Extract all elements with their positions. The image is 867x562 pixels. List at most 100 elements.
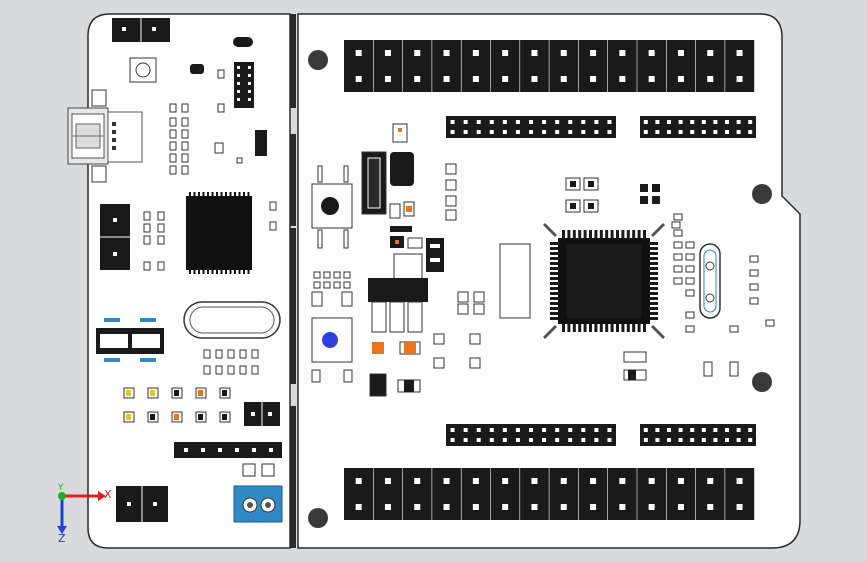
header-body bbox=[640, 116, 756, 138]
header-pin bbox=[619, 504, 626, 510]
smd-resistor bbox=[181, 103, 189, 113]
mcu-pin bbox=[610, 324, 614, 332]
header-pin bbox=[542, 120, 547, 124]
smd-resistor bbox=[157, 235, 165, 245]
header-pin bbox=[736, 504, 743, 510]
smd-resistor bbox=[157, 261, 165, 271]
header-pin bbox=[463, 130, 468, 134]
header-pin bbox=[667, 438, 671, 442]
header-pin bbox=[529, 438, 533, 442]
header-pin bbox=[677, 504, 684, 510]
smd-resistor bbox=[749, 297, 759, 305]
led-row bbox=[123, 349, 259, 423]
smd-resistor bbox=[685, 253, 695, 261]
ic-pin bbox=[198, 192, 200, 197]
header-pin bbox=[590, 76, 597, 82]
header-pin bbox=[713, 428, 718, 432]
header-pin bbox=[643, 120, 648, 124]
header-pin bbox=[678, 428, 683, 432]
header-pin bbox=[690, 130, 695, 134]
header-pin bbox=[581, 120, 586, 124]
mcu-pin bbox=[650, 277, 658, 280]
mcu-pin bbox=[550, 317, 558, 320]
smd-resistor bbox=[749, 269, 759, 277]
top-pin-header bbox=[344, 40, 755, 92]
header-pin bbox=[725, 120, 729, 124]
mcu-pin bbox=[610, 230, 614, 238]
mcu-pin bbox=[550, 292, 558, 295]
header-pin bbox=[736, 478, 743, 484]
header-pin bbox=[355, 76, 362, 82]
header-pin bbox=[502, 130, 507, 134]
tact-switch-user bbox=[311, 291, 353, 383]
mounting-hole-tl bbox=[308, 50, 328, 70]
header-pin bbox=[450, 438, 455, 442]
mcu-pin bbox=[650, 242, 658, 245]
smd-resistor bbox=[181, 129, 189, 139]
mcu-pin bbox=[650, 247, 658, 250]
mid-header-bottom-left bbox=[446, 424, 616, 446]
header-pin bbox=[736, 130, 741, 134]
header-pin bbox=[443, 504, 450, 510]
header-pin bbox=[384, 76, 391, 82]
header-pin bbox=[677, 76, 684, 82]
quad-pad-part bbox=[640, 184, 660, 204]
mcu-pin bbox=[650, 312, 658, 315]
small-ic bbox=[255, 130, 267, 156]
smd-resistor bbox=[749, 283, 759, 291]
smd-pad bbox=[323, 281, 331, 289]
mcu-pin bbox=[550, 282, 558, 285]
header-pin bbox=[531, 50, 538, 56]
mounting-hole-r2 bbox=[752, 372, 772, 392]
smd-cap bbox=[469, 333, 481, 345]
ic-pin bbox=[229, 269, 232, 274]
led-oval bbox=[233, 37, 253, 47]
mcu-pin bbox=[650, 307, 658, 310]
mcu-pin bbox=[550, 267, 558, 270]
header-pin bbox=[655, 438, 660, 442]
smd-led bbox=[239, 365, 247, 375]
smd-resistor bbox=[269, 221, 277, 231]
header-pin bbox=[594, 120, 599, 124]
header-pin bbox=[502, 120, 507, 124]
led-die bbox=[150, 414, 155, 420]
header-pin bbox=[555, 120, 560, 124]
smd-resistor bbox=[169, 103, 177, 113]
header-pin bbox=[736, 50, 743, 56]
six-pin-header bbox=[174, 442, 282, 458]
mcu-pin bbox=[632, 324, 636, 332]
header-pin bbox=[450, 120, 455, 124]
ic-pin bbox=[189, 269, 191, 274]
smd-resistor bbox=[673, 277, 683, 285]
header-pin bbox=[581, 428, 586, 432]
mcu-pin bbox=[605, 324, 609, 332]
mcu-corner-marks bbox=[542, 222, 666, 340]
ic-pin bbox=[198, 269, 200, 274]
mcu-pin bbox=[550, 312, 558, 315]
header-pin bbox=[542, 438, 547, 442]
header-pin bbox=[560, 478, 567, 484]
header-pin bbox=[619, 478, 626, 484]
mcu-pin bbox=[550, 242, 558, 245]
header-pin bbox=[581, 130, 586, 134]
header-pin bbox=[701, 120, 706, 124]
header-pin bbox=[184, 448, 188, 452]
header-pin bbox=[515, 438, 520, 442]
header-pin bbox=[450, 130, 455, 134]
tantalum-cap bbox=[390, 152, 414, 186]
mcu-pin bbox=[599, 324, 603, 332]
header-pin bbox=[678, 438, 683, 442]
mcu-pin bbox=[637, 230, 641, 238]
header-pin bbox=[594, 438, 599, 442]
smd-led bbox=[251, 349, 259, 359]
header-pin bbox=[531, 504, 538, 510]
smd-resistor bbox=[673, 265, 683, 273]
smd-pad bbox=[313, 271, 321, 279]
ic-pin bbox=[193, 269, 196, 274]
led-die bbox=[174, 414, 179, 420]
header-pin bbox=[472, 76, 479, 82]
ic-pin bbox=[243, 192, 245, 197]
header-pin bbox=[502, 50, 509, 56]
ic-pin bbox=[220, 192, 223, 197]
header-pin bbox=[725, 428, 729, 432]
